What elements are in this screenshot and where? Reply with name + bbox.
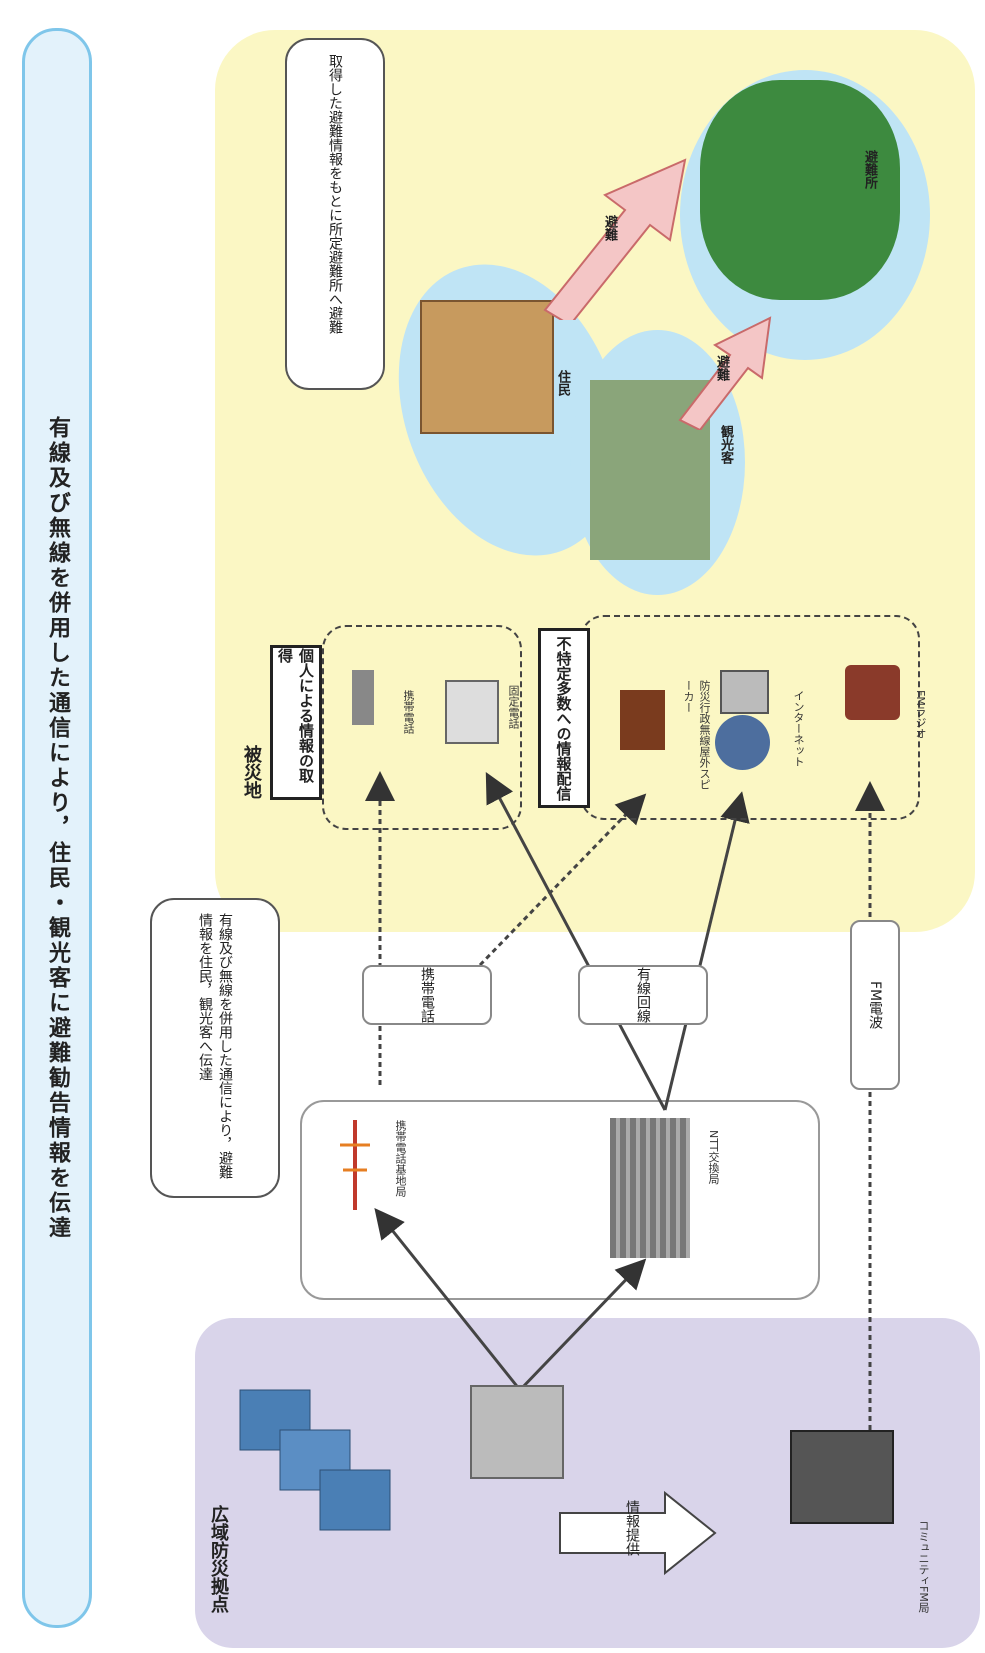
public-group-heading-box: 不特定多数への情報配信 — [538, 628, 590, 808]
info-provision-arrow — [555, 1488, 720, 1578]
speaker-icon — [620, 690, 665, 750]
info-provision-label: 情報提供 — [624, 1500, 640, 1556]
computer-icon — [470, 1385, 564, 1479]
fixed-phone-label: 固定電話 — [507, 685, 520, 729]
fixed-link-label: 有線回線 — [635, 967, 651, 1023]
public-group-heading: 不特定多数への情報配信 — [554, 635, 573, 801]
community-fm-label: コミュニティFM局 — [917, 1520, 930, 1613]
internet-label: インターネット — [792, 690, 805, 767]
mobile-phone-label: 携帯電話 — [402, 690, 415, 734]
link-base-to-ntt — [518, 1258, 647, 1392]
guidance-bubble: 取得した避難情報をもとに所定避難所へ避難 — [285, 38, 385, 390]
fixed-link-label-box: 有線回線 — [578, 965, 708, 1025]
antenna-icon — [335, 1115, 375, 1215]
tourists-label: 観光客 — [718, 425, 733, 464]
individual-group-heading: 個人による情報の取得 — [276, 648, 315, 783]
mobile-link-label: 携帯電話 — [419, 967, 435, 1023]
relay-explanation-bubble: 有線及び無線を併用した通信により，避難情報を住民，観光客へ伝達 — [150, 898, 280, 1198]
pc-icon — [720, 670, 769, 714]
evacuate-label-1: 避難 — [602, 215, 617, 241]
disaster-speaker-label: 防災行政無線屋外スピーカー — [682, 680, 711, 790]
link-ntt-to-fixed — [485, 772, 667, 1111]
residents-label: 住民 — [555, 370, 570, 396]
fixed-phone-icon — [445, 680, 499, 744]
house-icon — [420, 300, 554, 434]
evacuate-arrow-residents — [535, 150, 695, 327]
mobile-base-station-label: 携帯電話基地局 — [394, 1120, 407, 1197]
fm-link-label-box: FM電波 — [850, 920, 900, 1090]
fm-link-label: FM電波 — [867, 980, 883, 1030]
link-base-to-station — [374, 1207, 522, 1391]
carrier-region — [300, 1100, 820, 1300]
guidance-text: 取得した避難情報をもとに所定避難所へ避難 — [327, 54, 343, 334]
office-buildings-icon — [230, 1380, 410, 1550]
radio-icon — [845, 665, 900, 720]
title-banner: 有線及び無線を併用した通信により，住民・観光客に避難勧告情報を伝達 — [22, 28, 92, 1628]
shelter-label: 避難所 — [862, 150, 877, 189]
individual-group-heading-box: 個人による情報の取得 — [270, 645, 322, 800]
disaster-area-label: 被災地 — [241, 745, 262, 799]
ntt-exchange-label: NTT交換局 — [707, 1130, 720, 1185]
link-mobile-to-public — [478, 793, 647, 967]
fm-radio-label: FMラジオ — [914, 690, 927, 739]
ntt-building-icon — [610, 1118, 690, 1258]
mobile-phone-icon — [352, 670, 374, 725]
relay-explanation-text: 有線及び無線を併用した通信により，避難情報を住民，観光客へ伝達 — [197, 913, 233, 1179]
individual-group — [322, 625, 522, 830]
wide-area-base-label: 広域防災拠点 — [208, 1505, 229, 1613]
evacuate-arrow-tourists — [670, 310, 780, 432]
link-ntt-to-internet — [663, 791, 750, 1111]
mobile-link-label-box: 携帯電話 — [362, 965, 492, 1025]
evacuate-label-2: 避難 — [714, 355, 729, 381]
page-title: 有線及び無線を併用した通信により，住民・観光客に避難勧告情報を伝達 — [45, 415, 70, 1241]
shelter-scene-icon — [700, 80, 900, 300]
globe-icon — [715, 715, 770, 770]
fm-station-icon — [790, 1430, 894, 1524]
